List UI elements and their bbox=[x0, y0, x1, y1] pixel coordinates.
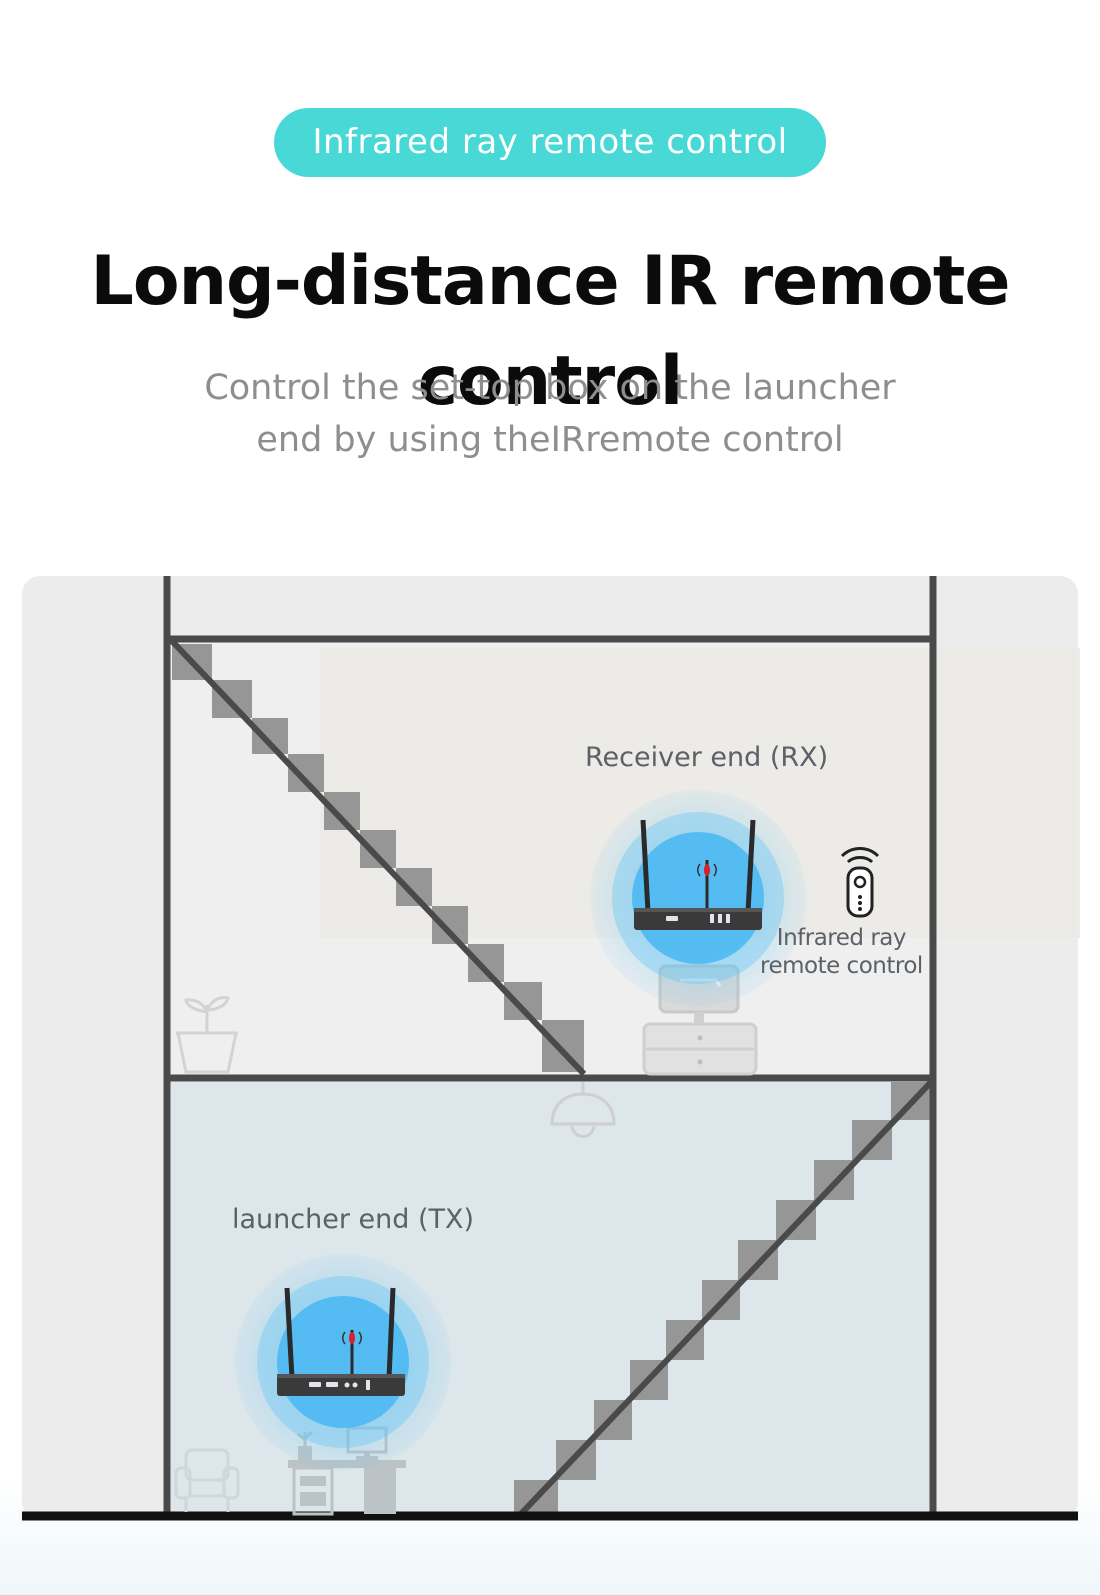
subtitle-line-2: end by using theIRremote control bbox=[256, 420, 844, 460]
plant-icon bbox=[176, 996, 238, 1074]
launcher-end-label: launcher end (TX) bbox=[232, 1204, 475, 1235]
router-icon bbox=[634, 819, 762, 930]
lower-staircase-rail bbox=[515, 1077, 936, 1520]
remote-control-label-line-2: remote control bbox=[760, 953, 923, 979]
launcher-signal-glow bbox=[235, 1254, 451, 1470]
page-subtitle: Control the set-top box on the launcher … bbox=[150, 362, 950, 466]
subtitle-line-1: Control the set-top box on the launcher bbox=[204, 368, 896, 408]
house-structure bbox=[163, 576, 937, 1517]
page-title: Long-distance IR remote control bbox=[90, 242, 1011, 421]
feature-badge: Infrared ray remote control bbox=[274, 108, 826, 177]
lamp-icon bbox=[550, 1082, 616, 1138]
armchair-icon bbox=[174, 1448, 240, 1512]
remote-control-icon bbox=[840, 847, 880, 918]
remote-control-label: Infrared ray remote control bbox=[760, 924, 923, 980]
upper-staircase-rail bbox=[168, 637, 587, 1077]
router-icon bbox=[277, 1287, 405, 1396]
receiver-end-label: Receiver end (RX) bbox=[585, 742, 829, 773]
cabinet-icon bbox=[642, 1022, 758, 1076]
remote-control-label-line-1: Infrared ray bbox=[776, 925, 907, 951]
